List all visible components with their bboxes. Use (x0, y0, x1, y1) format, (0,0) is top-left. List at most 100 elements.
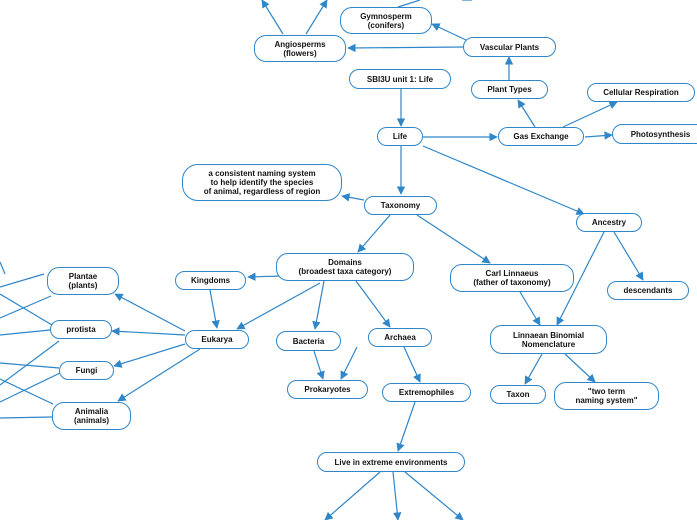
connector-line (613, 231, 644, 281)
node-photosynthesis[interactable]: Photosynthesis (612, 124, 697, 144)
connector-line (0, 329, 51, 336)
node-descendants[interactable]: descendants (607, 281, 689, 300)
connector-line (357, 214, 391, 253)
connector-lines (0, 0, 644, 520)
node-label: Angiosperms (flowers) (274, 39, 326, 58)
connector-line (341, 193, 365, 202)
node-taxon[interactable]: Taxon (490, 385, 546, 404)
node-label: Gas Exchange (513, 132, 569, 141)
connector-line (113, 343, 186, 368)
connector-line (111, 327, 186, 336)
connector-line (0, 261, 6, 275)
connector-line (396, 401, 416, 452)
node-two-term-naming[interactable]: "two term naming system" (554, 382, 659, 410)
node-label: Fungi (75, 366, 98, 375)
node-plantae[interactable]: Plantae (plants) (47, 267, 119, 295)
node-archaea[interactable]: Archaea (368, 328, 432, 347)
node-angiosperms[interactable]: Angiosperms (flowers) (254, 35, 346, 62)
node-label: Taxon (506, 390, 530, 399)
connector-line (404, 471, 464, 520)
connector-line (312, 280, 325, 330)
node-label: descendants (623, 286, 673, 295)
connector-line (562, 101, 618, 128)
connector-line (564, 353, 596, 383)
connector-line (556, 231, 605, 326)
node-extremophiles[interactable]: Extremophiles (382, 383, 471, 402)
connector-line (422, 145, 585, 215)
node-animalia[interactable]: Animalia (animals) (52, 402, 131, 430)
connector-line (0, 362, 60, 369)
node-label: protista (66, 325, 96, 334)
node-plant-types[interactable]: Plant Types (471, 80, 548, 99)
node-gymnosperm[interactable]: Gymnosperm (conifers) (340, 7, 432, 34)
node-label: Gymnosperm (conifers) (360, 11, 412, 30)
connector-line (584, 131, 613, 140)
node-live-extreme[interactable]: Live in extreme environments (317, 452, 465, 472)
node-label: Archaea (384, 333, 416, 342)
node-label: Photosynthesis (630, 129, 691, 139)
node-label: SBI3U unit 1: Life (366, 74, 434, 84)
node-prokaryotes[interactable]: Prokaryotes (287, 380, 368, 399)
connector-line (117, 348, 201, 402)
node-taxonomy[interactable]: Taxonomy (364, 196, 437, 215)
node-label: Vascular Plants (479, 42, 540, 52)
node-label: Ancestry (591, 218, 627, 227)
connector-line (397, 0, 421, 8)
node-gas-exchange[interactable]: Gas Exchange (498, 127, 584, 146)
connector-line (0, 293, 53, 326)
node-cellular-respiration[interactable]: Cellular Respiration (587, 83, 695, 102)
node-label: Extremophiles (398, 388, 455, 397)
node-kingdoms[interactable]: Kingdoms (175, 271, 246, 290)
node-label: Cellular Respiration (603, 88, 679, 97)
node-label: Animalia (animals) (73, 407, 110, 425)
connector-line (0, 295, 52, 319)
node-label: "two term naming system" (575, 387, 638, 405)
node-life[interactable]: Life (377, 127, 423, 146)
node-label: Plant Types (487, 85, 532, 94)
connector-line (524, 353, 543, 385)
connector-line (247, 272, 283, 281)
connector-line (517, 99, 536, 128)
node-linnaean-binomial[interactable]: Linnaean Binomial Nomenclature (490, 325, 607, 354)
connector-line (403, 346, 421, 383)
connector-line (305, 0, 328, 35)
connector-line (114, 293, 186, 332)
node-label: Kingdoms (190, 276, 231, 285)
connector-line (209, 289, 220, 329)
connector-line (355, 280, 391, 328)
connector-line (261, 0, 284, 35)
node-protista[interactable]: protista (50, 320, 112, 339)
connector-line (0, 378, 54, 405)
node-label: Bacteria (292, 336, 325, 346)
connector-line (519, 291, 541, 326)
connector-line (340, 346, 358, 380)
connector-line (416, 214, 491, 264)
node-label: Eukarya (201, 335, 233, 344)
connector-line (313, 350, 325, 380)
node-bacteria[interactable]: Bacteria (276, 331, 341, 351)
node-domains[interactable]: Domains (broadest taxa category) (276, 253, 414, 281)
node-label: Live in extreme environments (334, 457, 448, 467)
node-naming-system[interactable]: a consistent naming system to help ident… (182, 164, 342, 201)
connector-line (431, 23, 467, 41)
connector-line (392, 471, 402, 520)
connector-line (0, 340, 60, 386)
node-label: Life (392, 132, 408, 141)
connector-line (324, 471, 381, 520)
node-sbi3u-unit-1-life[interactable]: SBI3U unit 1: Life (349, 69, 451, 89)
connector-line (0, 416, 53, 419)
node-fungi[interactable]: Fungi (59, 361, 114, 380)
node-carl-linnaeus[interactable]: Carl Linnaeus (father of taxonomy) (450, 264, 574, 292)
node-ancestry[interactable]: Ancestry (576, 213, 642, 232)
node-vascular-plants[interactable]: Vascular Plants (463, 37, 556, 57)
node-label: Linnaean Binomial Nomenclature (512, 330, 585, 349)
node-eukarya[interactable]: Eukarya (185, 330, 249, 349)
node-label: Domains (broadest taxa category) (298, 258, 392, 276)
connector-line (236, 282, 321, 330)
node-label: Taxonomy (380, 201, 421, 210)
connector-line (0, 273, 45, 288)
connector-line (347, 43, 464, 53)
node-label: Carl Linnaeus (father of taxonomy) (473, 269, 551, 287)
node-label: Plantae (plants) (68, 272, 98, 290)
